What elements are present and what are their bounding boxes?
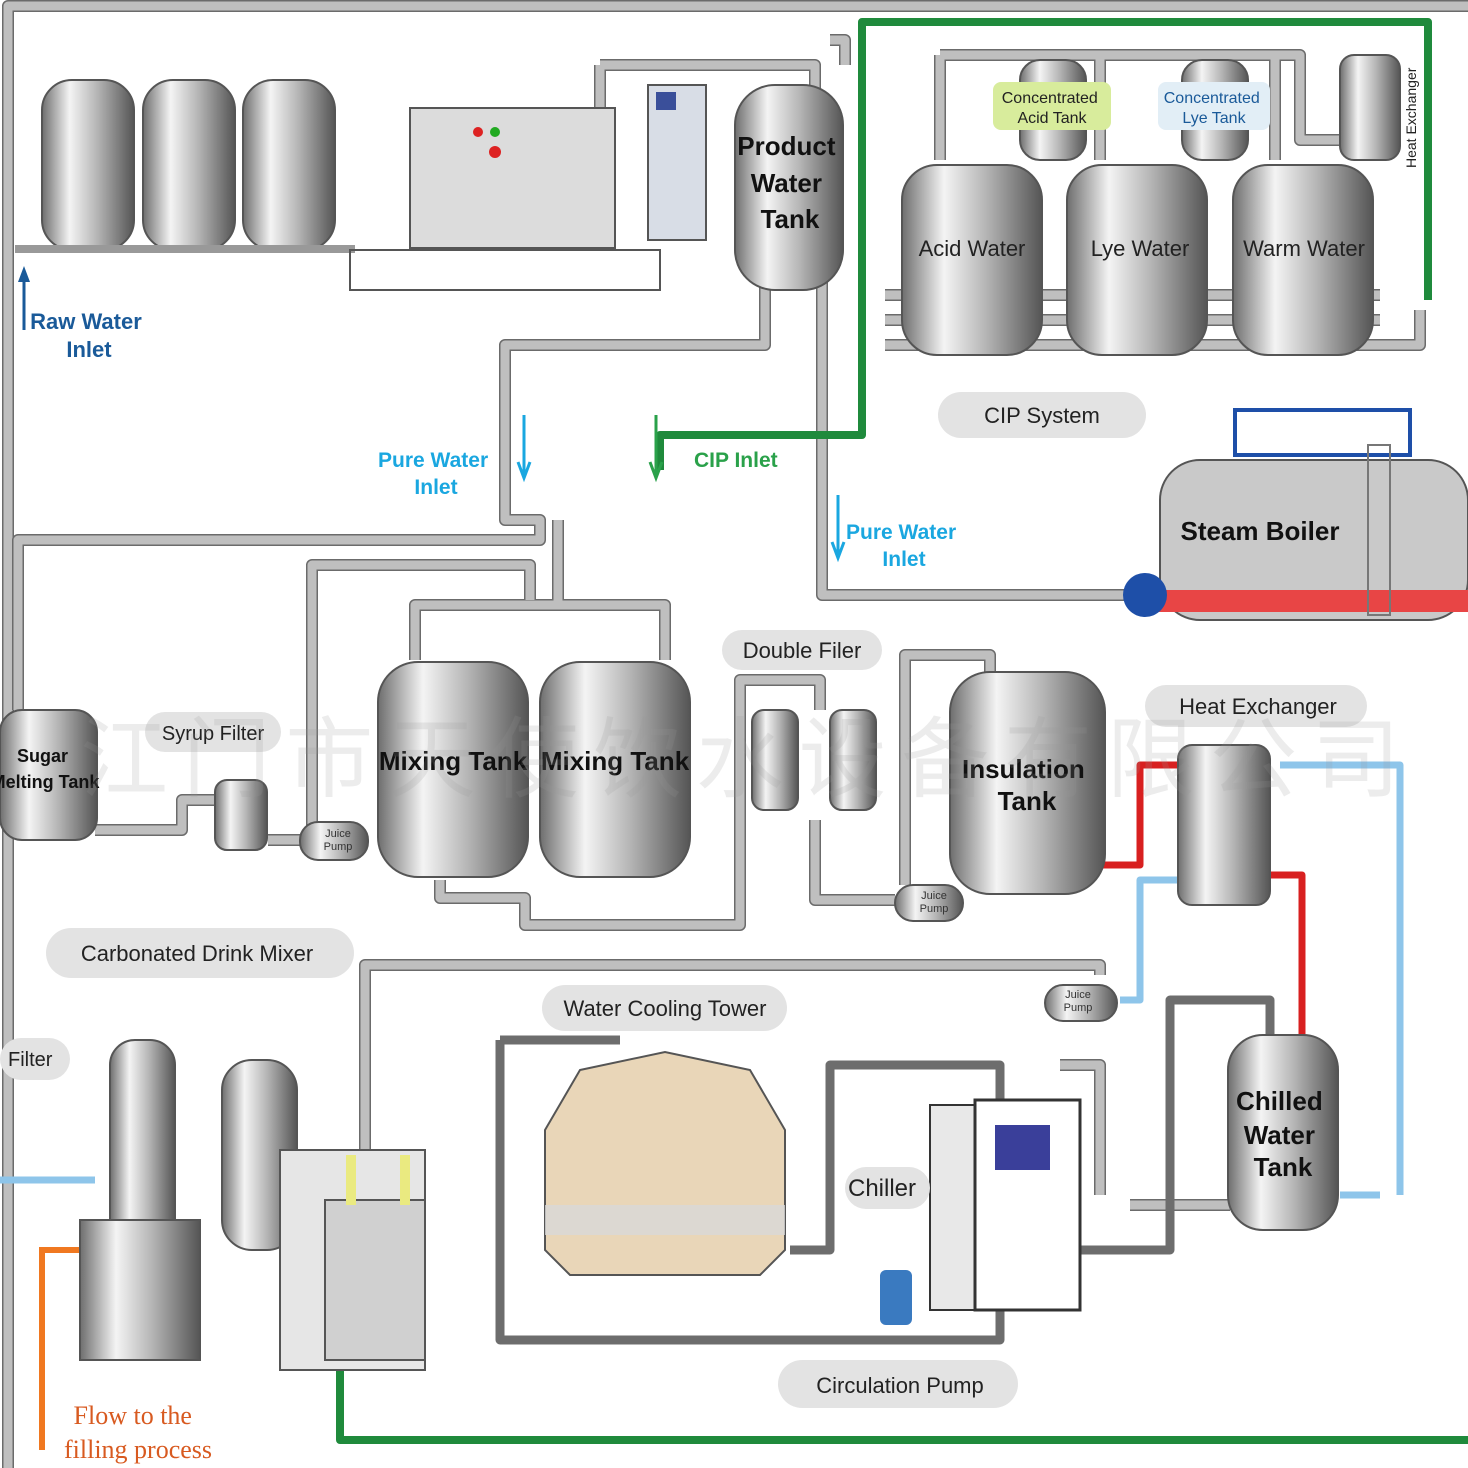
cooling-tower-louvers [545,1205,785,1235]
heat-exchanger-pill [1145,685,1367,727]
chilled-water-tank-label: Chilled Water Tank [1236,1086,1330,1182]
watermark: 江门市天使饮水设备有限公司 [80,708,1400,811]
arrow-down-icon [516,415,532,483]
cip-system-label: CIP System [984,403,1100,428]
water-cooling-tower-label: Water Cooling Tower [564,996,767,1021]
plate-heat-exchanger [1177,744,1271,906]
cooling-tower [544,1050,786,1276]
mixing-tank-1 [377,661,529,878]
water-cooling-tower-pill [542,985,787,1031]
water-treatment-equipment [15,79,707,291]
steam-boiler-label: Steam Boiler [1181,516,1340,546]
carbonated-drink-mixer-pill [46,928,354,978]
heat-exchanger-label: Heat Exchanger [1179,694,1337,719]
syrup-filter-label: Syrup Filter [162,723,265,745]
mixing-tank-2 [539,661,691,878]
circulation-pump-pill [778,1360,1018,1408]
filter-housing-1 [751,709,799,811]
filter-housing-2 [829,709,877,811]
acid-tank-label-bg [993,82,1111,130]
syrup-filter-pill [145,712,281,752]
lye-tank-label-bg [1158,82,1270,130]
pure-water-inlet-label-1: Pure Water Inlet [378,449,494,499]
double-filer-label: Double Filer [743,638,862,663]
circulation-pump-label: Circulation Pump [816,1373,984,1398]
circulation-pump [880,1270,912,1325]
concentrated-lye-tank-label: Concentrated Lye Tank [1164,90,1265,127]
acid-water-label: Acid Water [919,236,1026,261]
filter-pill [0,1038,70,1080]
product-water-tank-label: Product Water Tank [737,131,842,234]
chilled-water-line [0,761,1404,1199]
carbonated-drink-mixer-label: Carbonated Drink Mixer [81,941,313,966]
sugar-melting-tank [0,709,98,841]
insulation-tank-label: Insulation Tank [962,754,1092,816]
chiller-pill [845,1167,930,1209]
cooling-water-line [495,995,1275,1345]
hot-water-line [1100,761,1306,1040]
arrow-down-icon [830,495,846,563]
output-line [39,1247,95,1450]
heat-exchanger-top-label: Heat Exchanger [1403,67,1419,168]
filter-label: Filter [8,1049,53,1071]
insulation-tank [949,671,1106,895]
arrow-up-icon [18,266,30,282]
double-filer-pill [722,630,882,670]
concentrated-acid-tank-label: Concentrated Acid Tank [1002,90,1103,127]
cip-inlet-label: CIP Inlet [694,449,778,472]
warm-water-label: Warm Water [1243,236,1365,261]
pure-water-inlet-label-2: Pure Water Inlet [846,521,962,571]
cip-system-pill [938,392,1146,438]
chiller-unit [929,1098,1082,1312]
product-water-tank [734,84,844,291]
mixing-tank-1-label: Mixing Tank [379,746,528,776]
mixing-tank-2-label: Mixing Tank [541,746,690,776]
sugar-melting-tank-label: Sugar Melting Tank [0,746,100,792]
chilled-water-tank [1227,1034,1339,1231]
steam-boiler [1123,408,1468,621]
lye-water-label: Lye Water [1091,236,1190,261]
raw-water-inlet-label: Raw Water Inlet [30,309,148,362]
syrup-filter [214,779,268,851]
chiller-label: Chiller [848,1175,916,1202]
cip-line [656,18,1432,470]
cip-system [901,54,1401,356]
cip-return-line [336,1370,1468,1444]
flow-to-filling-label: Flow to the filling process [64,1401,212,1464]
carbonated-drink-mixer [79,1039,426,1371]
arrow-down-icon [648,415,664,483]
